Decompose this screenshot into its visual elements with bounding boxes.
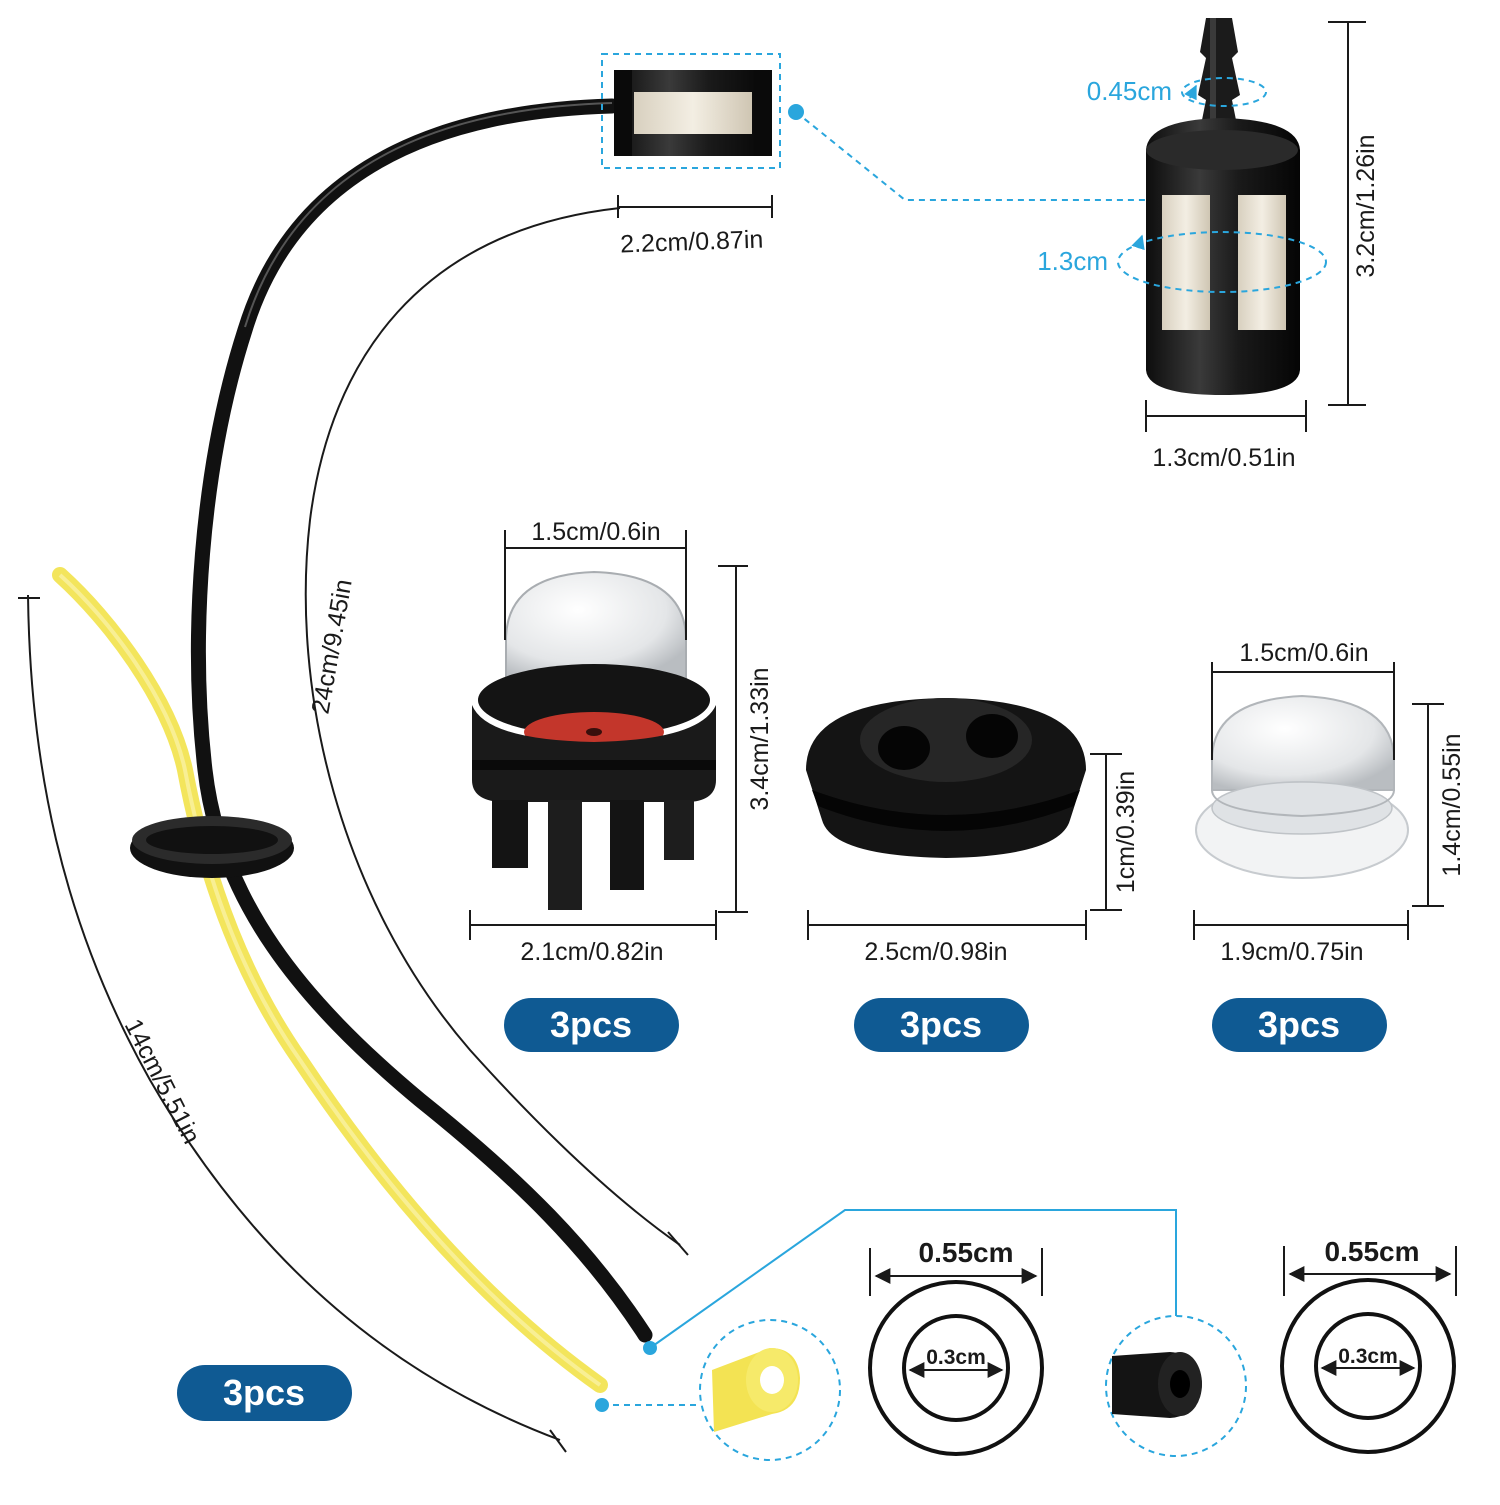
cross-section-right-inner-label: 0.3cm [1338,1345,1398,1368]
primer-top-dimension: 1.5cm/0.6in [504,518,687,640]
clear-bulb-height-label: 1.4cm/0.55in [1438,733,1466,876]
clear-bulb-base-label: 1.9cm/0.75in [1220,938,1363,966]
cross-section-right-outer-label: 0.55cm [1325,1236,1420,1267]
filter-callout-line [795,111,1170,201]
filter-body-label: 1.3cm [1037,246,1108,276]
grommet-width-dimension: 2.5cm/0.98in [807,910,1087,966]
clear-bulb-quantity-label: 3pcs [1258,1004,1340,1045]
clear-bulb-base-dimension: 1.9cm/0.75in [1193,910,1409,966]
black-tube-closeup [643,1209,1247,1457]
filter-base-label: 1.3cm/0.51in [1152,444,1295,472]
grommet-height-label: 1cm/0.39in [1112,771,1140,893]
primer-height-dimension: 3.4cm/1.33in [718,565,774,913]
primer-height-label: 3.4cm/1.33in [746,667,774,810]
filter-height-dimension: 3.2cm/1.26in [1328,21,1380,406]
clear-bulb-top-dimension: 1.5cm/0.6in [1211,639,1395,760]
filter-height-label: 3.2cm/1.26in [1352,134,1380,277]
primer-base-label: 2.1cm/0.82in [520,938,663,966]
yellow-tube-closeup [595,1319,841,1461]
filter-outlet-dimension: 0.45cm [1087,76,1267,107]
grommet-quantity-label: 3pcs [900,1004,982,1045]
primer-quantity-label: 3pcs [550,1004,632,1045]
filter-width-dimension: 2.2cm/0.87in [617,195,773,259]
fuel-hose-assembly [52,53,1170,1393]
filter-width-label: 2.2cm/0.87in [620,226,764,259]
fuel-line-grommet [806,698,1086,858]
fuel-filter-enlarged [1146,18,1300,395]
filter-outlet-label: 0.45cm [1087,76,1172,106]
cross-section-left: 0.55cm 0.3cm [868,1237,1044,1456]
filter-highlight-box [601,53,781,169]
cross-section-left-inner-label: 0.3cm [926,1346,986,1369]
grommet-width-label: 2.5cm/0.98in [864,938,1007,966]
clear-bulb-height-dimension: 1.4cm/0.55in [1412,703,1466,907]
cross-section-left-outer-label: 0.55cm [919,1237,1014,1268]
primer-top-label: 1.5cm/0.6in [531,518,660,546]
grommet-height-dimension: 1cm/0.39in [1090,753,1140,911]
clear-primer-bulb [1195,694,1409,879]
filter-base-dimension: 1.3cm/0.51in [1145,400,1307,472]
hose-fuel-filter [614,70,772,156]
primer-base-dimension: 2.1cm/0.82in [469,910,717,966]
primer-bulb [472,570,716,910]
filter-body-dimension: 1.3cm [1037,231,1327,293]
hose-quantity-badge: 3pcs [177,1365,352,1421]
grommet-quantity-badge: 3pcs [854,998,1029,1052]
hose-quantity-label: 3pcs [223,1372,305,1413]
primer-quantity-badge: 3pcs [504,998,679,1052]
clear-bulb-quantity-badge: 3pcs [1212,998,1387,1052]
hose-grommet [130,816,294,878]
yellow-hose-length-label: 14cm/5.51in [119,1014,206,1148]
clear-bulb-top-label: 1.5cm/0.6in [1239,639,1368,667]
cross-section-right: 0.55cm 0.3cm [1280,1236,1457,1454]
black-hose-length-label: 24cm/9.45in [307,577,358,716]
black-fuel-hose [191,98,653,1343]
